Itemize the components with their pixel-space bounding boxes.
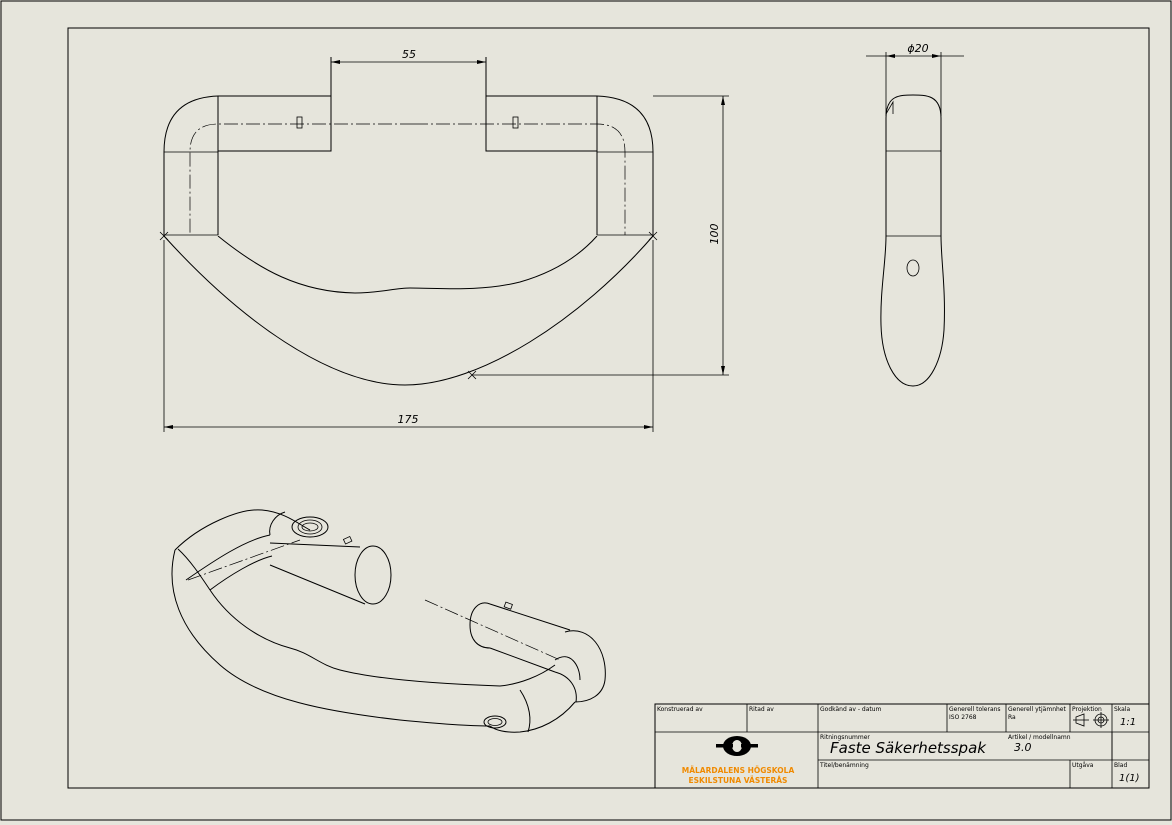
projection-label: Projektion <box>1072 706 1102 713</box>
tolerance-value: ISO 2768 <box>949 714 977 721</box>
logo-line-2: ESKILSTUNA VÄSTERÅS <box>689 776 788 785</box>
drawing-frame <box>67 27 1150 789</box>
dim-175: 175 <box>398 413 419 426</box>
drawing-title: Faste Säkerhetsspak <box>830 739 987 757</box>
side-view <box>866 52 964 387</box>
designer-label: Konstruerad av <box>657 706 703 713</box>
roughness-label: Generell ytjämnhet <box>1008 706 1066 713</box>
drawing-no-label: Ritningsnummer <box>820 734 870 741</box>
scale-label: Skala <box>1114 706 1131 713</box>
title-label: Titel/benämning <box>819 762 869 769</box>
logo-line-1: MÄLARDALENS HÖGSKOLA <box>682 766 795 775</box>
roughness-value: Ra <box>1008 714 1016 721</box>
title-block <box>654 703 1150 789</box>
edition-label: Utgåva <box>1072 762 1094 769</box>
front-dimensions <box>163 60 729 432</box>
university-logo <box>716 736 758 756</box>
front-view <box>159 57 658 386</box>
isometric-view <box>171 509 606 733</box>
projection-symbol-icon <box>1073 712 1109 728</box>
dim-100: 100 <box>708 224 721 245</box>
scale-value: 1:1 <box>1120 717 1136 728</box>
article-value: 3.0 <box>1014 741 1032 754</box>
dim-diameter: ϕ20 <box>907 42 928 55</box>
tolerance-label: Generell tolerans <box>949 706 1001 713</box>
dim-55: 55 <box>402 48 416 61</box>
article-label: Artikel / modellnamn <box>1008 734 1071 741</box>
sheet-label: Blad <box>1114 762 1127 769</box>
approved-label: Godkänd av - datum <box>820 706 882 713</box>
sheet-value: 1(1) <box>1119 773 1140 784</box>
drawn-label: Ritad av <box>749 706 774 713</box>
